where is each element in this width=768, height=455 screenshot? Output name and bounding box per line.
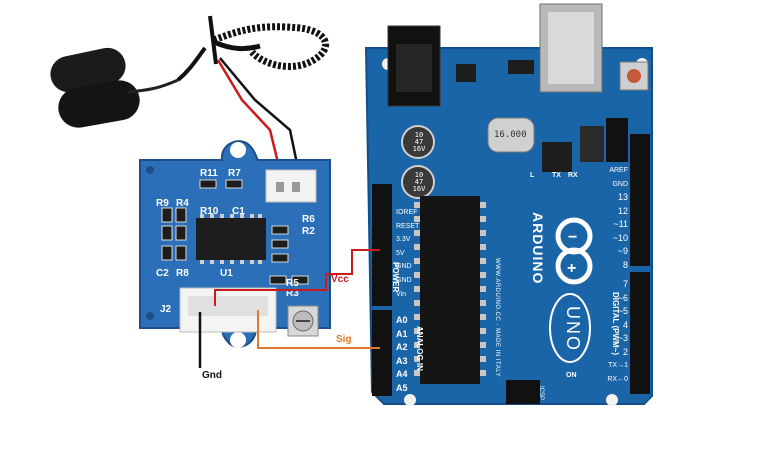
pin-label-9: ~9 — [617, 246, 628, 256]
icsp-label: ICSP — [538, 386, 544, 401]
ref-c2: C2 — [156, 268, 169, 279]
pin-label-aref: AREF — [609, 167, 628, 174]
power-header-label: POWER — [391, 262, 400, 293]
pin-label-a0: A0 — [396, 315, 408, 325]
analog-header-label: ANALOG IN — [415, 326, 424, 371]
digital-header-upper[interactable] — [630, 134, 650, 266]
pin-label-tx1: TX→1 — [608, 362, 628, 369]
pin-label-12: 12 — [617, 205, 628, 216]
power-header[interactable] — [372, 184, 392, 306]
vcc-label: Vcc — [331, 274, 349, 285]
gnd-label: Gnd — [202, 370, 222, 381]
pin-label-a2: A2 — [396, 342, 408, 352]
pin-label-gnd-d: GND — [612, 180, 628, 188]
sensor-lead-wires — [216, 57, 303, 184]
ref-r6: R6 — [302, 214, 315, 225]
model-label: UNO — [563, 306, 583, 352]
ref-r11: R11 — [200, 168, 218, 179]
pin-label-a3: A3 — [396, 355, 408, 366]
digital-header-lower[interactable] — [630, 272, 650, 394]
ref-r7: R7 — [228, 168, 241, 179]
ref-r9: R9 — [156, 198, 169, 209]
capacitor-2 — [401, 165, 435, 199]
arduino-uno-board: − + — [364, 3, 653, 406]
ref-r4: R4 — [176, 198, 189, 209]
connection-wires — [198, 249, 380, 368]
pin-label-5v: 5V — [396, 249, 405, 257]
pin-label-vin: Vin — [396, 290, 406, 298]
pin-label-a1: A1 — [396, 328, 408, 339]
svg-text:−: − — [568, 229, 577, 246]
crystal-label: 16.000 — [494, 130, 527, 140]
pin-label-4: 4 — [622, 319, 628, 330]
ref-r10: R10 — [200, 206, 219, 217]
pin-label-3v3: 3.3V — [396, 236, 411, 244]
pin-label-ioref: IOREF — [396, 209, 418, 216]
pin-label-gnd-2: GND — [396, 276, 412, 284]
pin-label-3: ~3 — [617, 333, 628, 343]
analog-pin-labels: A0 A1 A2 A3 A4 A5 — [396, 314, 408, 395]
ref-j2: J2 — [160, 304, 172, 315]
svg-text:+: + — [567, 260, 576, 277]
pin-label-8: 8 — [622, 259, 628, 270]
pin-label-2: 2 — [622, 346, 628, 357]
ref-r2: R2 — [302, 226, 315, 237]
led-label-l: L — [530, 172, 535, 179]
ref-r5: R5 — [286, 278, 299, 289]
ref-r3: R3 — [286, 288, 299, 299]
ear-clip-sensor — [50, 47, 179, 128]
ref-c1: C1 — [232, 206, 245, 217]
brand-label: ARDUINO — [530, 212, 546, 285]
sig-label: Sig — [336, 334, 352, 345]
pin-label-13: 13 — [617, 192, 628, 202]
pin-label-a5: A5 — [396, 382, 408, 393]
power-pin-labels: IOREF RESET 3.3V 5V GND GND Vin — [396, 206, 419, 301]
arduino-logo: − + — [555, 217, 593, 285]
ref-r1: R1 — [296, 338, 309, 349]
ref-u1: U1 — [220, 268, 233, 279]
ref-r8: R8 — [176, 268, 189, 279]
vcc-wire — [214, 249, 380, 306]
pin-label-reset: RESET — [396, 222, 420, 230]
pin-label-11: ~11 — [613, 219, 628, 229]
analog-header[interactable] — [372, 310, 392, 396]
pin-label-5: ~5 — [617, 306, 628, 316]
sig-wire — [257, 310, 380, 349]
website-label: WWW.ARDUINO.CC - MADE IN ITALY — [494, 258, 500, 378]
pin-label-a4: A4 — [396, 369, 408, 379]
capacitor-1 — [401, 125, 435, 159]
pin-label-gnd-1: GND — [396, 263, 412, 271]
on-label: ON — [566, 372, 577, 379]
grove-sensor-module: R11 R7 R9 R4 R10 C1 R6 R2 C2 R8 U1 R5 R3… — [139, 140, 331, 349]
coiled-cable — [176, 15, 330, 82]
led-label-tx: TX — [552, 172, 561, 179]
digital-pin-labels: AREF GND 13 12 ~11 ~10 ~9 8 7 ~6 ~5 4 ~3… — [598, 164, 628, 386]
pin-label-rx0: RX←0 — [607, 375, 628, 383]
pin-label-7: 7 — [622, 279, 628, 289]
led-label-rx: RX — [568, 172, 578, 179]
pin-label-10: ~10 — [612, 232, 628, 243]
pin-label-6: ~6 — [617, 292, 628, 303]
